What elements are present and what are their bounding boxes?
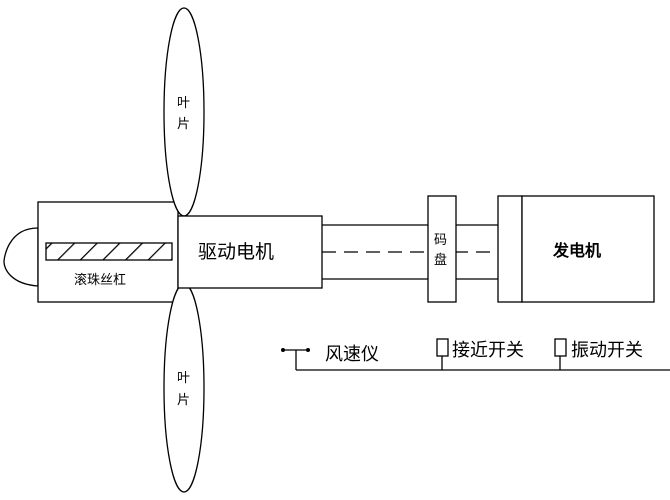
hub-dome bbox=[3, 227, 39, 287]
blade-bottom-label-char-1: 叶 bbox=[177, 371, 190, 386]
ball-screw bbox=[45, 242, 173, 261]
anemometer-dot-right bbox=[306, 348, 310, 352]
encoder-box bbox=[427, 195, 457, 303]
encoder-label-char-2: 盘 bbox=[434, 252, 447, 268]
drive-motor-label: 驱动电机 bbox=[198, 241, 274, 263]
proximity-switch-icon bbox=[436, 338, 449, 357]
encoder-label-char-1: 码 bbox=[434, 233, 447, 248]
proximity-switch-label: 接近开关 bbox=[452, 340, 524, 361]
blade-top-label-char-2: 片 bbox=[177, 117, 190, 132]
anemometer-label: 风速仪 bbox=[325, 344, 379, 365]
vibration-switch-label: 振动开关 bbox=[571, 340, 643, 361]
blade-bottom bbox=[163, 283, 205, 493]
anemometer-dot-left bbox=[281, 348, 285, 352]
generator-body bbox=[521, 195, 655, 303]
blade-top-label-char-1: 叶 bbox=[177, 96, 190, 111]
vibration-switch-icon bbox=[554, 338, 567, 357]
generator-label: 发电机 bbox=[552, 241, 601, 260]
drive-motor-box bbox=[177, 215, 323, 289]
blade-bottom-label-char-2: 片 bbox=[177, 393, 190, 408]
ball-screw-label: 滚珠丝杠 bbox=[74, 272, 126, 288]
blade-top bbox=[163, 7, 205, 217]
generator-flange bbox=[497, 195, 523, 303]
